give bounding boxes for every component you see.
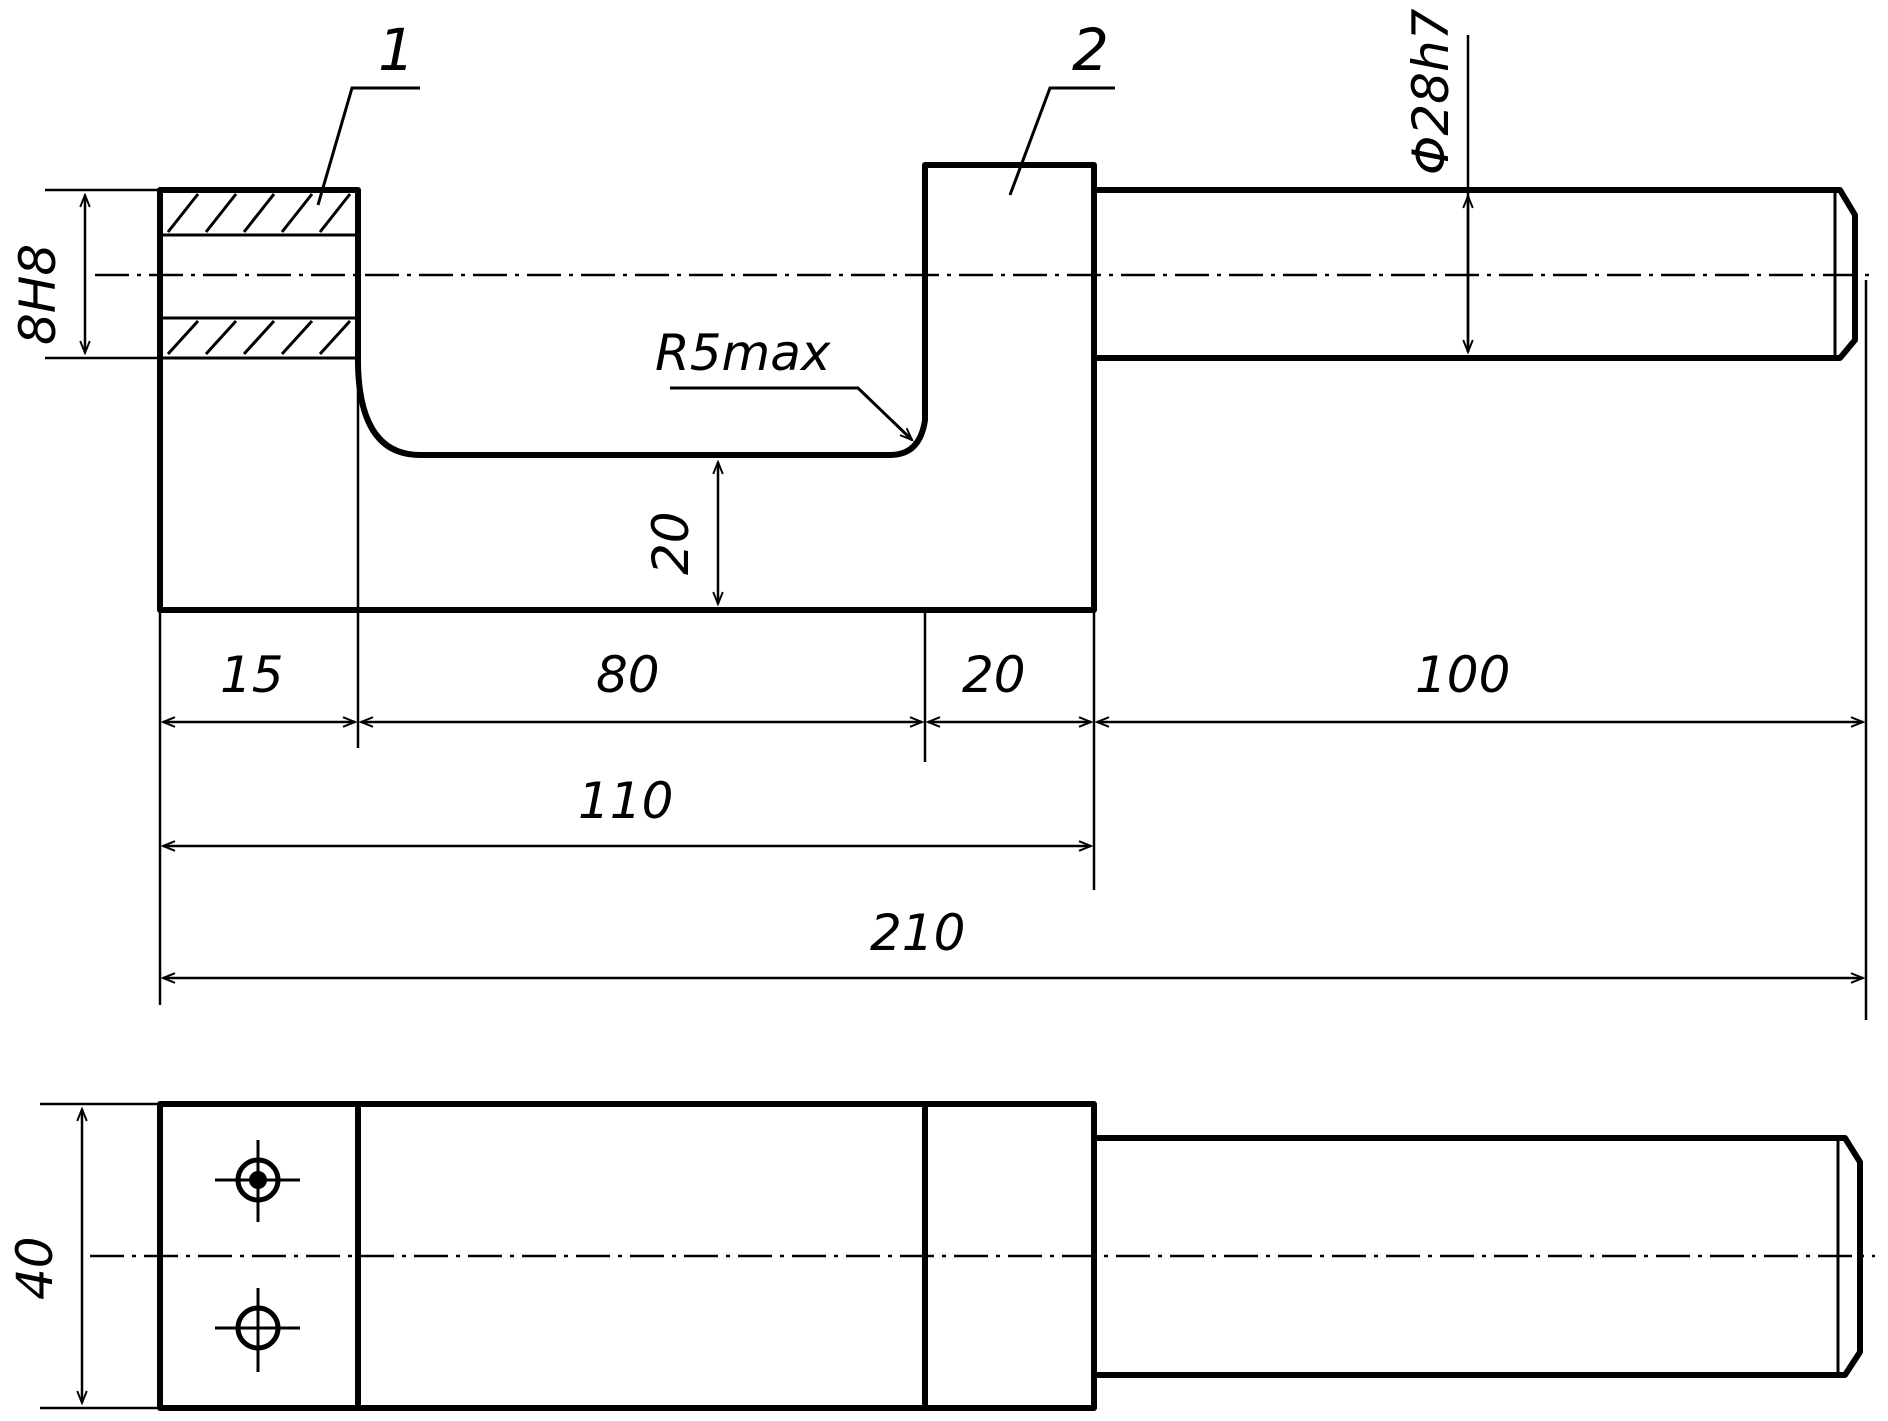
- bore-label: 8H8: [9, 244, 67, 345]
- fillet-label: R5max: [655, 324, 831, 382]
- dim-110: 110: [163, 772, 1091, 846]
- seg-15-label: 15: [220, 646, 284, 704]
- slot-depth-label: 20: [642, 511, 700, 575]
- callout-1: 1: [316, 16, 420, 206]
- plan-shaft: [1091, 1135, 1863, 1378]
- shaft-outline: [1091, 187, 1858, 361]
- plan-view: [90, 1101, 1875, 1411]
- dim-bore: 8H8: [9, 188, 160, 360]
- dim-bottom-width: 40: [6, 1102, 160, 1410]
- extension-lines: [158, 280, 1868, 1020]
- plan-body: [157, 1101, 1097, 1411]
- callout-2-label: 2: [1072, 16, 1109, 84]
- callout-2: 2: [1008, 16, 1115, 196]
- crosshair-circle-icon: [215, 1288, 300, 1372]
- front-view: [95, 162, 1875, 613]
- dim-fillet: R5max: [655, 324, 912, 440]
- seg-100-label: 100: [1415, 646, 1510, 704]
- bottom-width-label: 40: [6, 1236, 64, 1300]
- len-110-label: 110: [578, 772, 673, 830]
- seg-20-label: 20: [962, 646, 1026, 704]
- dim-slot-depth: 20: [642, 462, 718, 604]
- crosshair-circle-icon: [215, 1140, 300, 1222]
- shaft-diameter-label: Φ28h7: [1402, 8, 1460, 175]
- dim-210: 210: [163, 904, 1863, 978]
- len-210-label: 210: [870, 904, 965, 962]
- dim-chain-row: 15 80 20 100: [163, 646, 1863, 722]
- part-outline: [157, 162, 1097, 613]
- dim-shaft-diameter: Φ28h7: [1402, 8, 1468, 352]
- seg-80-label: 80: [596, 646, 660, 704]
- callout-1-label: 1: [378, 16, 415, 84]
